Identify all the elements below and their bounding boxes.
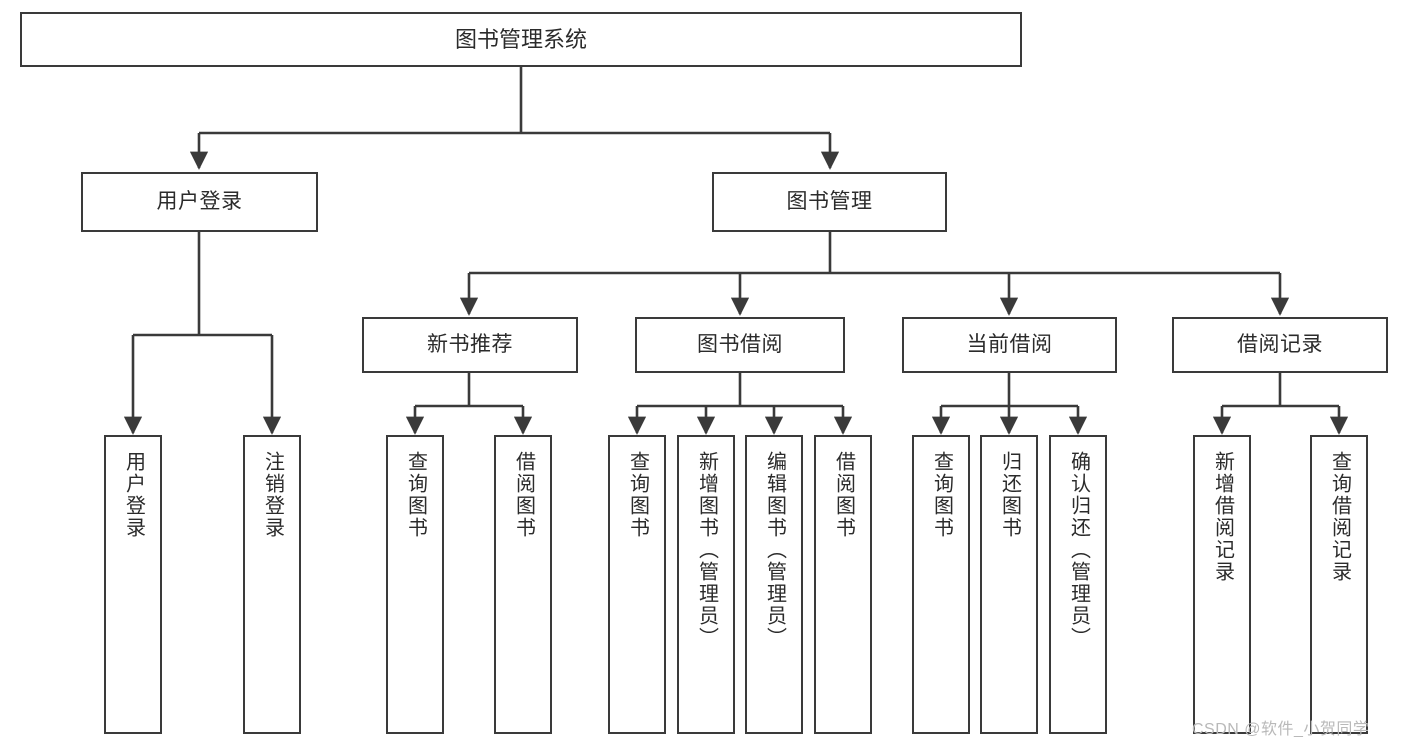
leaf-book-borrow-borrow[interactable]: 借阅图书 — [814, 435, 872, 734]
node-borrow-record[interactable]: 借阅记录 — [1172, 317, 1388, 373]
node-book-management[interactable]: 图书管理 — [712, 172, 947, 232]
node-user-login[interactable]: 用户登录 — [81, 172, 318, 232]
leaf-new-book-query[interactable]: 查询图书 — [386, 435, 444, 734]
node-book-borrow[interactable]: 图书借阅 — [635, 317, 845, 373]
node-new-book-recommend[interactable]: 新书推荐 — [362, 317, 578, 373]
leaf-book-borrow-add[interactable]: 新增图书（管理员） — [677, 435, 735, 734]
leaf-book-borrow-query[interactable]: 查询图书 — [608, 435, 666, 734]
leaf-current-borrow-query[interactable]: 查询图书 — [912, 435, 970, 734]
node-current-borrow[interactable]: 当前借阅 — [902, 317, 1117, 373]
leaf-current-borrow-confirm-return[interactable]: 确认归还（管理员） — [1049, 435, 1107, 734]
leaf-user-login-logout[interactable]: 注销登录 — [243, 435, 301, 734]
leaf-current-borrow-return[interactable]: 归还图书 — [980, 435, 1038, 734]
leaf-book-borrow-edit[interactable]: 编辑图书（管理员） — [745, 435, 803, 734]
leaf-user-login-login[interactable]: 用户登录 — [104, 435, 162, 734]
node-root-system[interactable]: 图书管理系统 — [20, 12, 1022, 67]
leaf-borrow-record-query[interactable]: 查询借阅记录 — [1310, 435, 1368, 734]
csdn-watermark: CSDN @软件_小贺同学 — [1192, 721, 1370, 738]
leaf-new-book-borrow[interactable]: 借阅图书 — [494, 435, 552, 734]
leaf-borrow-record-add[interactable]: 新增借阅记录 — [1193, 435, 1251, 734]
